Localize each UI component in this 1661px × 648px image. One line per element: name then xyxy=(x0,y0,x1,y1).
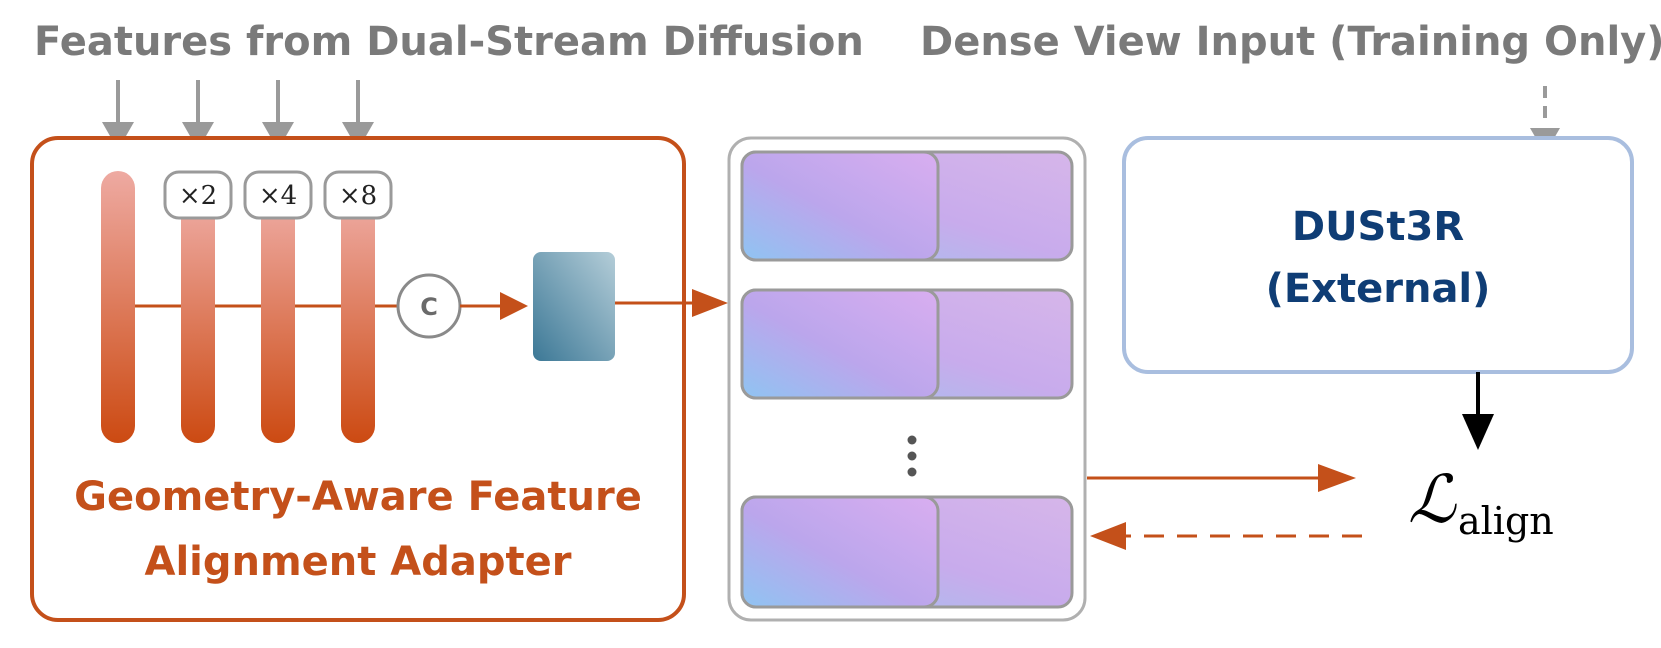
scale-badge-x8: ×8 xyxy=(323,170,393,220)
scale-badge-x2: ×2 xyxy=(163,170,233,220)
dense-view-header: Dense View Input (Training Only) xyxy=(920,19,1661,65)
scale-label-x4: ×4 xyxy=(259,181,297,211)
scale-badge-x4: ×4 xyxy=(243,170,313,220)
adapter-title-line2: Alignment Adapter xyxy=(144,539,571,585)
features-header: Features from Dual-Stream Diffusion xyxy=(34,19,864,65)
conv-block xyxy=(533,252,615,361)
dust3r-box xyxy=(1122,136,1634,374)
loss-to-views-dashed-arrow xyxy=(1090,522,1362,550)
view-pair-1 xyxy=(740,150,1074,262)
feature-bar-3 xyxy=(261,201,295,443)
feature-bar-1 xyxy=(101,171,135,443)
dust3r-subtitle: (External) xyxy=(1266,266,1491,312)
concat-to-conv-arrow xyxy=(460,292,528,320)
feature-bar-4 xyxy=(341,201,375,443)
scale-label-x2: ×2 xyxy=(179,181,217,211)
feature-bar-2 xyxy=(181,201,215,443)
scale-label-x8: ×8 xyxy=(339,181,377,211)
view-pair-3 xyxy=(740,495,1074,609)
dust3r-to-loss-arrow xyxy=(1462,372,1494,450)
adapter-title-line1: Geometry-Aware Feature xyxy=(74,474,642,520)
vertical-ellipsis xyxy=(907,435,917,477)
dust3r-title: DUSt3R xyxy=(1292,204,1464,250)
view-pair-2 xyxy=(740,288,1074,400)
views-to-loss-arrow xyxy=(1087,464,1356,492)
conv-to-views-arrow xyxy=(615,289,728,317)
loss-symbol: ℒ xyxy=(1408,461,1457,538)
concat-label: C xyxy=(420,293,438,321)
loss-subscript: align xyxy=(1458,499,1554,543)
